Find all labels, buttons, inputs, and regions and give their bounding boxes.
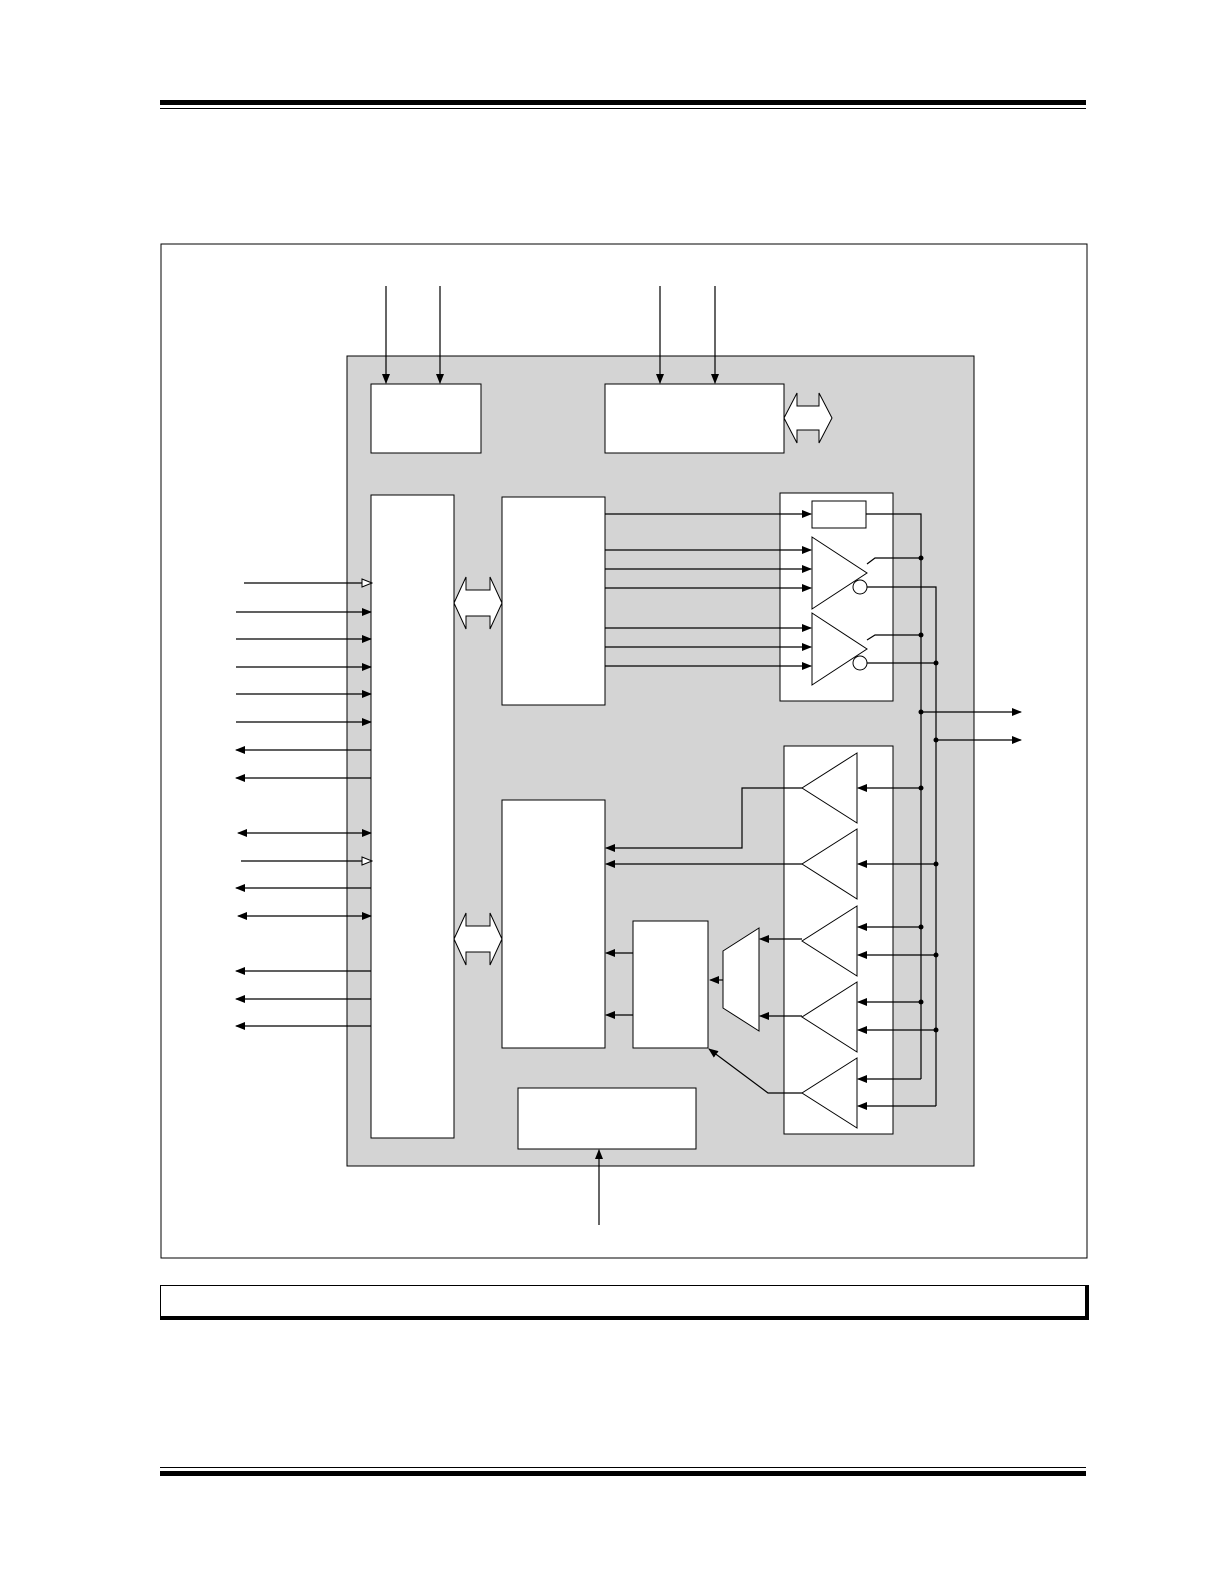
junction-dots [918, 555, 939, 1033]
receiver-amplifiers [801, 752, 858, 1129]
footer-rule-thick [160, 1471, 1086, 1476]
header-rule-thin [160, 108, 1086, 109]
top-left-block [370, 383, 482, 454]
footer-rule-thin [160, 1467, 1086, 1468]
input-data-block [501, 799, 606, 1049]
driver-inverter-bubble-2 [852, 655, 868, 671]
bus-to-receiver-lines [857, 784, 936, 1110]
driver-output-wiring [866, 513, 1022, 1106]
driver-inverter-bubble-1 [852, 579, 868, 595]
control-to-driver-lines [605, 510, 812, 670]
top-input-arrows [382, 286, 719, 384]
receiver-output-wiring [605, 787, 802, 1094]
io-port-block [370, 494, 455, 1139]
output-control-block [501, 496, 606, 706]
note-box [160, 1285, 1089, 1320]
bus-arrow-top [783, 392, 833, 444]
multiplexer [722, 927, 760, 1032]
bottom-block [517, 1087, 697, 1150]
top-right-block [604, 383, 785, 454]
driver-buffer-2 [811, 612, 868, 686]
driver-latch [811, 500, 867, 529]
comparator-block [632, 920, 709, 1049]
left-pin-lines [235, 583, 372, 1030]
driver-buffer-1 [811, 536, 868, 610]
header-rule-thick [160, 100, 1086, 105]
